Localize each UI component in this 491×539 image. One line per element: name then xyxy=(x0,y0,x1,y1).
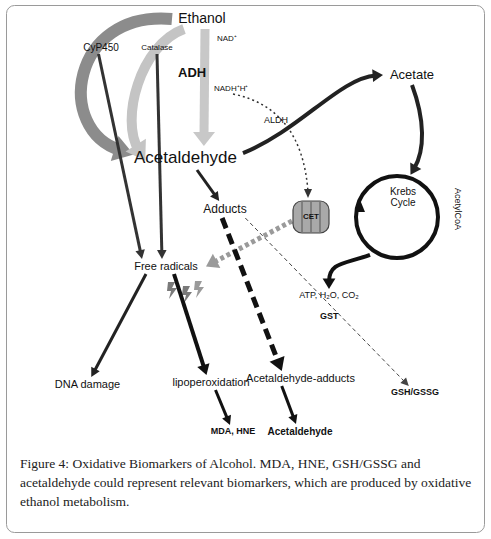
compound-label: Ethanol xyxy=(172,9,232,29)
flow-arrow xyxy=(329,255,370,282)
lightning-symbol xyxy=(194,281,204,298)
arrow-head xyxy=(410,162,421,174)
figure-caption: Figure 4: Oxidative Biomarkers of Alcoho… xyxy=(20,455,472,512)
flow-arrow xyxy=(197,170,216,196)
effect-label: lipoperoxidation xyxy=(166,375,256,390)
flow-arrow xyxy=(174,274,204,368)
arrow-head xyxy=(270,356,285,371)
arrow-head xyxy=(400,377,408,386)
cycle-label: Krebs Cycle xyxy=(383,186,423,208)
node-text: MDA, HNE xyxy=(211,427,256,437)
node-text: DNA damage xyxy=(55,378,120,390)
cycle-shape xyxy=(352,172,442,262)
figure-frame xyxy=(7,6,485,533)
node-text: ATP, H₂O, CO₂ xyxy=(299,291,359,301)
node-text: lipoperoxidation xyxy=(172,376,249,388)
flow-arrow xyxy=(243,76,376,154)
enzyme-label: ALDH xyxy=(264,116,288,126)
product-label: ATP, H₂O, CO₂ xyxy=(288,289,370,302)
arrow-head xyxy=(193,132,215,146)
arrow-head xyxy=(91,367,99,377)
node-text: Acetaldehyde xyxy=(134,149,237,168)
arrow-head xyxy=(323,279,336,289)
enzyme-label: Catalase xyxy=(136,42,178,54)
enzyme-label: AcetylCoA xyxy=(452,188,462,230)
enzyme-label: ADH xyxy=(178,66,206,80)
krebs-cycle-circle: Krebs Cycle xyxy=(352,172,442,262)
enzyme-label: CyP450 xyxy=(76,40,126,54)
compound-label: Adducts xyxy=(196,201,254,218)
process-label: Free radicals xyxy=(126,259,206,274)
effect-label: Acetaldehyde-adducts xyxy=(238,371,363,386)
node-text: Catalase xyxy=(141,44,173,53)
node-text: Acetaldehyde xyxy=(267,426,332,437)
flow-arrow xyxy=(245,218,405,382)
biomarker-label: MDA, HNE xyxy=(203,425,263,438)
cofactor-label: NAD⁺ xyxy=(217,35,237,44)
node-text: Ethanol xyxy=(178,11,225,26)
node-text: Acetate xyxy=(390,68,434,82)
flow-arrow xyxy=(222,218,278,363)
nadh-arrow-head xyxy=(304,189,312,198)
biomarker-label: Acetaldehyde xyxy=(260,424,340,439)
node-text: Free radicals xyxy=(134,260,198,272)
channel-divider xyxy=(320,202,321,232)
node-text: CET xyxy=(303,213,319,222)
flow-arrow xyxy=(204,29,205,136)
flow-arrow xyxy=(282,386,294,418)
node-text: CyP450 xyxy=(83,42,119,53)
node-text: Adducts xyxy=(203,203,246,216)
arrow-head xyxy=(210,191,219,201)
channel-divider xyxy=(302,202,303,232)
nadh-dotted-line xyxy=(233,94,308,192)
cofactor-label: NADH⁺H⁺ xyxy=(214,85,248,94)
flow-arrow xyxy=(412,85,422,168)
node-text: GSH/GSSG xyxy=(391,388,439,398)
cycle-arrow-head xyxy=(356,201,365,212)
compound-label: Acetate xyxy=(383,65,441,85)
effect-label: DNA damage xyxy=(50,377,125,392)
cycle-ring xyxy=(356,176,438,258)
arrow-head xyxy=(135,249,144,259)
channel-body xyxy=(293,201,329,233)
flow-arrow xyxy=(94,274,146,371)
arrow-head xyxy=(222,415,231,425)
arrow-head xyxy=(372,69,383,82)
flow-arrow xyxy=(216,390,228,419)
enzyme-label: GST xyxy=(320,312,339,322)
biomarker-label: GSH/GSSG xyxy=(384,386,446,399)
cet-channel: CET xyxy=(292,197,330,237)
arrow-head xyxy=(288,414,297,424)
arrow-head xyxy=(206,254,220,268)
compound-label: Acetaldehyde xyxy=(128,146,243,170)
arrow-head xyxy=(157,250,167,259)
node-text: Acetaldehyde-adducts xyxy=(246,372,355,384)
arrow-head xyxy=(197,363,209,375)
